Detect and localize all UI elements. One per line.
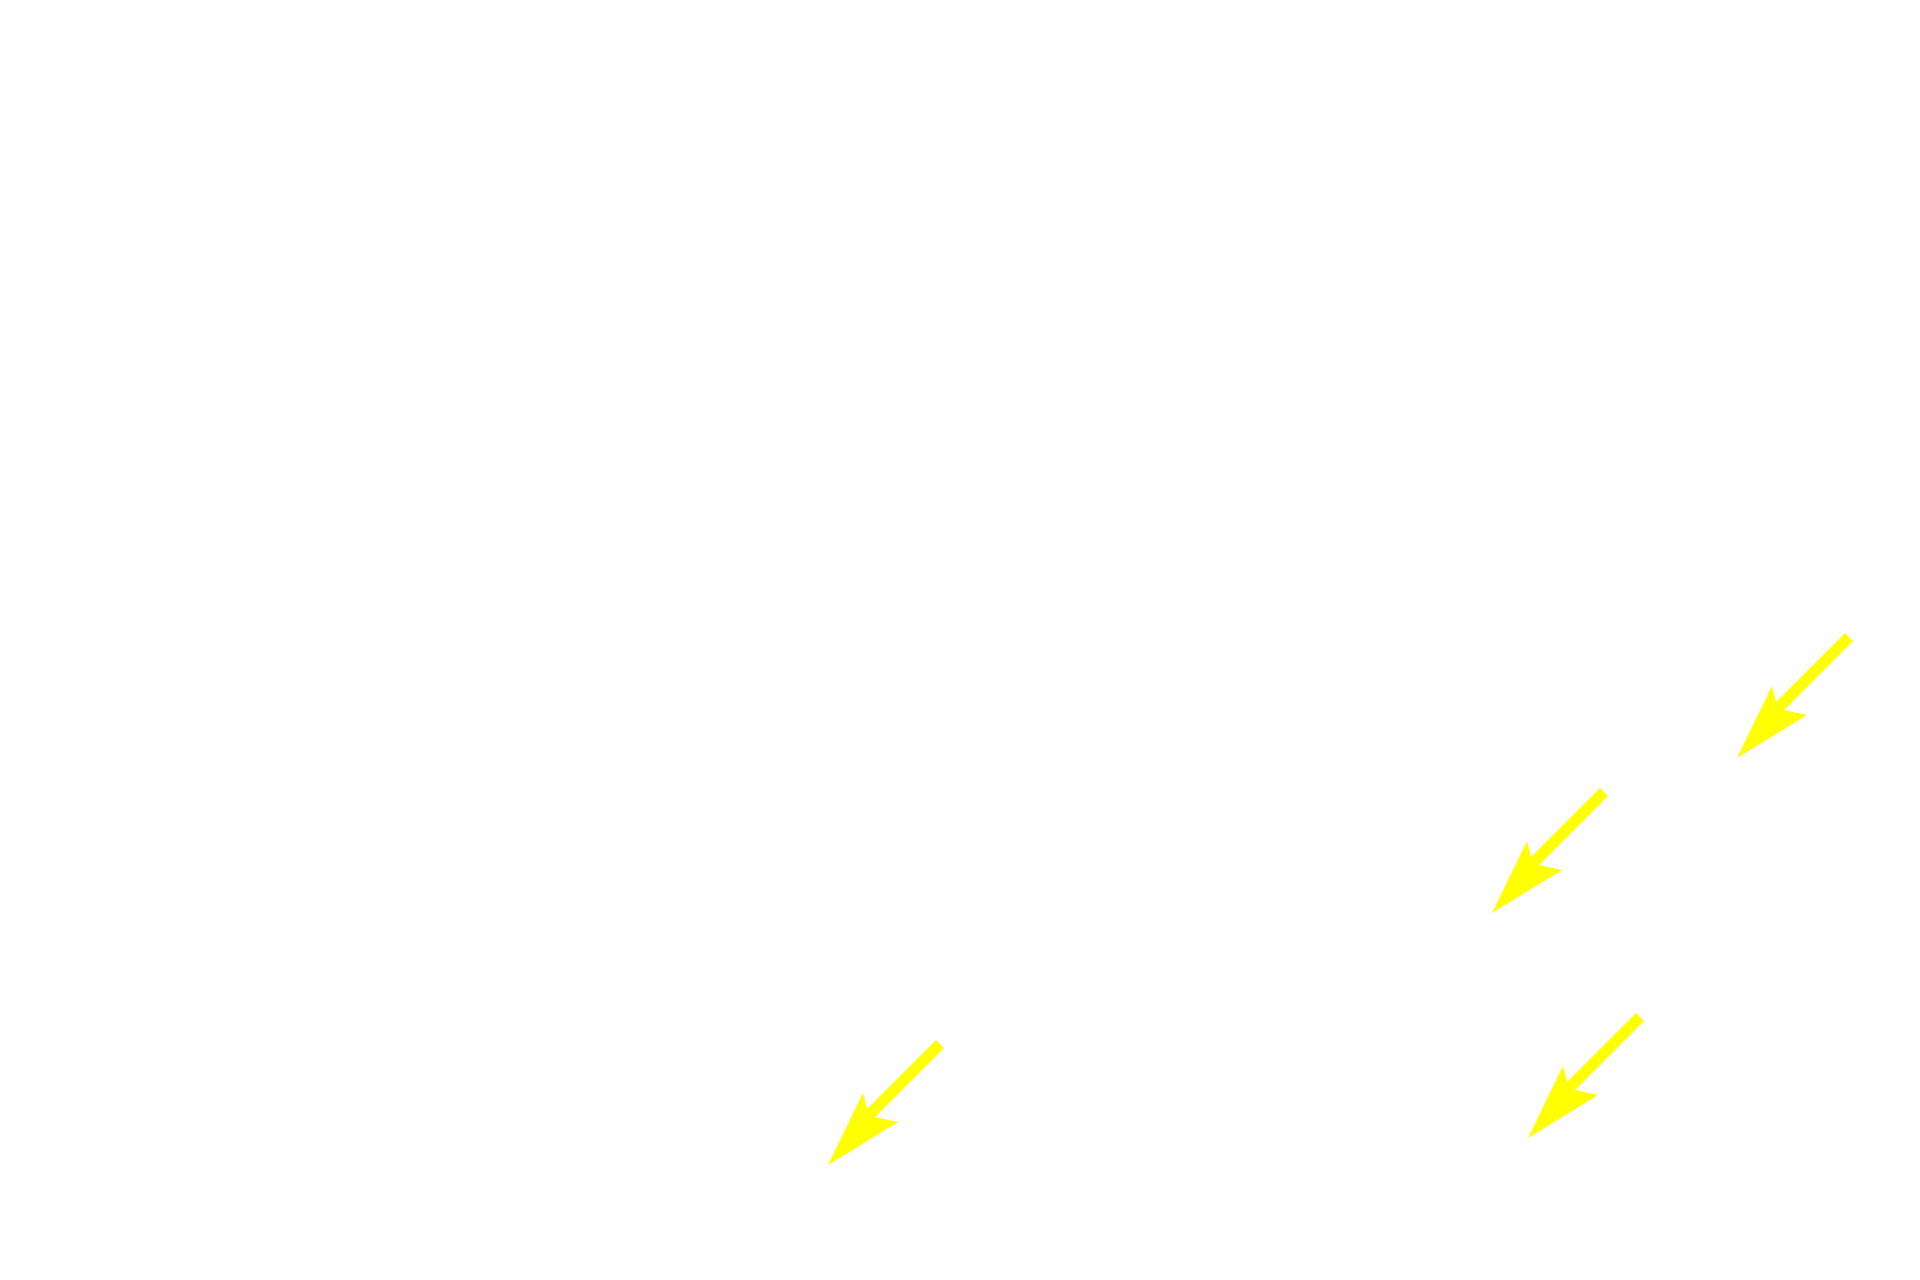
arrow-down-left-icon — [1492, 788, 1608, 913]
arrow-down-left-icon — [1737, 633, 1853, 758]
arrow-down-left-icon — [1528, 1013, 1644, 1138]
arrow-down-left-icon — [828, 1040, 944, 1165]
